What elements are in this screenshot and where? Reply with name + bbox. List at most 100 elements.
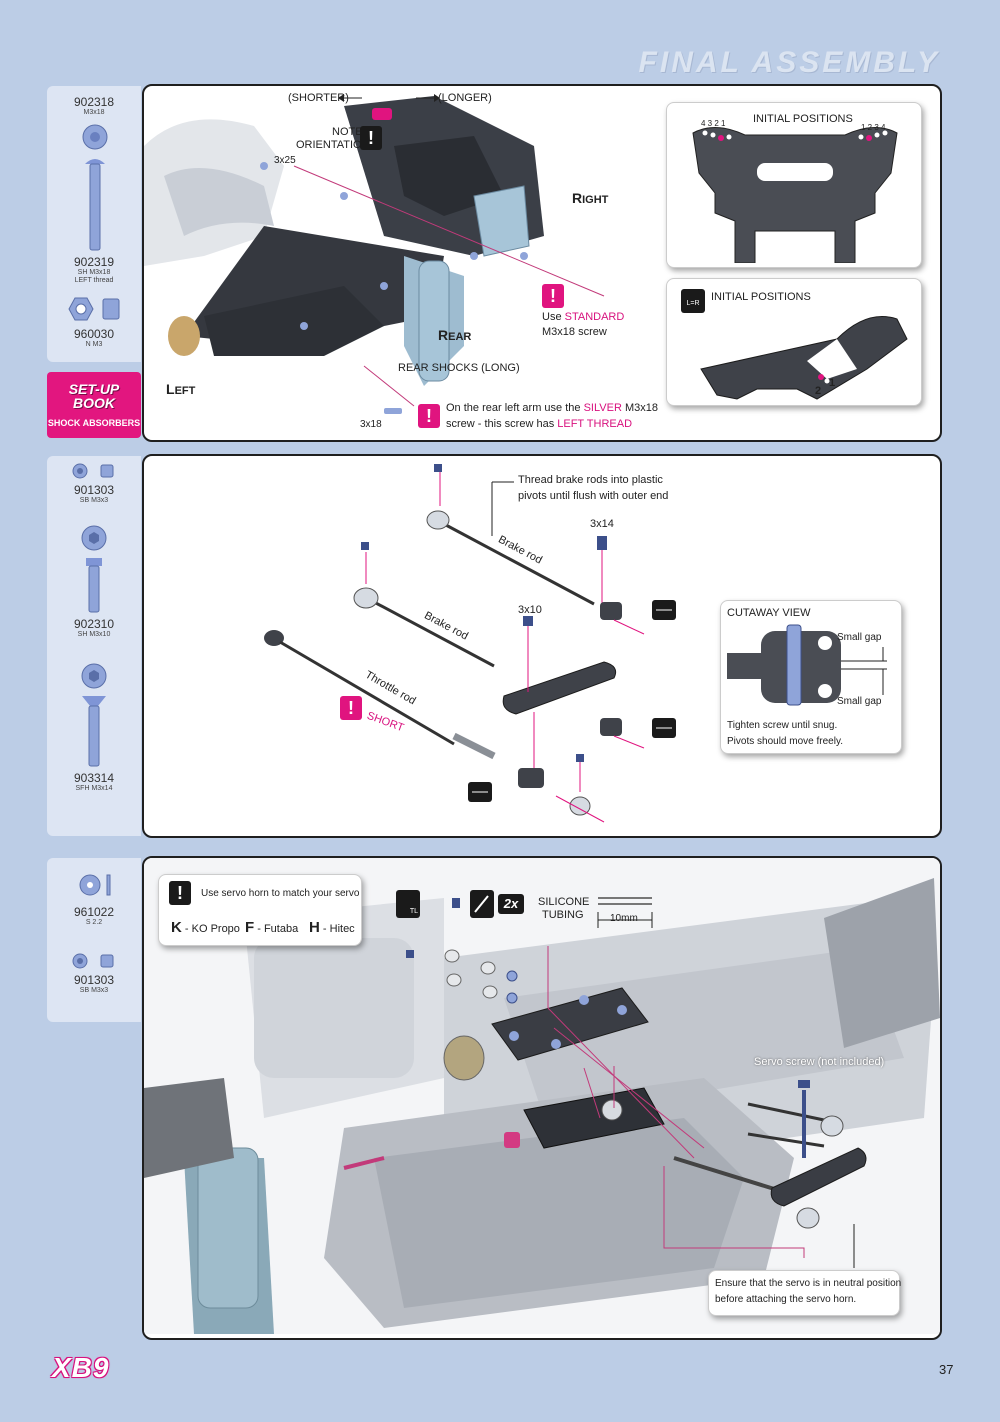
lr-badge: L=R	[681, 289, 705, 313]
label-right: RIGHT	[572, 190, 609, 206]
callout-arm-positions: L=R INITIAL POSITIONS 1 2	[666, 278, 922, 406]
grease-tool-icon	[470, 890, 494, 918]
set-screw-icon	[72, 953, 114, 969]
label-shorter: (SHORTER)	[288, 92, 349, 104]
label-pivots-note: Pivots should move freely.	[727, 736, 843, 747]
cutaway-illustration	[727, 624, 887, 706]
label-silver-note-1: On the rear left arm use the SILVER M3x1…	[446, 402, 658, 414]
label-small-gap-top: Small gap	[837, 632, 882, 643]
callout-cutaway-view: CUTAWAY VIEW Small gap Small gap Tighten…	[720, 600, 902, 754]
parts-sidebar-1: 902318 M3x18 902319 SH M3x18 LEFT thread…	[47, 86, 141, 362]
parts-sidebar-3: 961022 S 2.2 901303 SB M3x3	[47, 858, 141, 1022]
label-rear-shocks: REAR SHOCKS (LONG)	[398, 362, 520, 374]
label-screw-3x10: 3x10	[518, 604, 542, 616]
chassis-servo-illustration	[144, 858, 940, 1334]
part-901303: 901303 SB M3x3	[47, 484, 141, 505]
set-screw-icon	[72, 463, 114, 479]
label-orientation: ORIENTATION	[296, 139, 370, 151]
shock-tower-illustration	[692, 127, 898, 263]
setup-book-subtitle: SHOCK ABSORBERS	[47, 418, 141, 428]
callout-title: INITIAL POSITIONS	[753, 113, 853, 125]
label-m3x18-screw: M3x18 screw	[542, 326, 607, 338]
label-ensure-1: Ensure that the servo is in neutral posi…	[715, 1278, 902, 1289]
page-title: FINAL ASSEMBLY	[638, 46, 940, 79]
servo-note-text: Use servo horn to match your servo	[201, 888, 360, 899]
part-number: 902319	[73, 255, 115, 269]
part-901303: 901303 SB M3x3	[47, 974, 141, 995]
part-desc: S 2.2	[85, 919, 103, 926]
callout-number-2: 2	[815, 385, 822, 397]
part-desc: N M3	[85, 341, 103, 348]
label-use-standard: Use STANDARD	[542, 311, 625, 323]
label-ensure-2: before attaching the servo horn.	[715, 1294, 857, 1305]
part-960030: 960030 N M3	[47, 328, 141, 349]
part-903314: 903314 SFH M3x14	[47, 772, 141, 793]
part-902318: 902318 M3x18	[47, 96, 141, 117]
part-961022: 961022 S 2.2	[47, 906, 141, 927]
socket-head-screw-icon	[81, 525, 107, 613]
part-desc: SB M3x3	[79, 987, 109, 994]
part-desc: SB M3x3	[79, 497, 109, 504]
label-small-gap-bottom: Small gap	[837, 696, 882, 707]
screw-head-icon	[82, 124, 108, 150]
callout-shock-tower-positions: INITIAL POSITIONS 4 3 2 1 1 2 3 4	[666, 102, 922, 268]
label-screw-3x25: 3x25	[274, 155, 296, 166]
warning-icon-left-thread: !	[418, 404, 440, 428]
thread-lock-badge: TL	[396, 890, 420, 918]
parts-sidebar-2: 901303 SB M3x3 902310 SH M3x10 903314 SF…	[47, 456, 141, 836]
nut-icon	[68, 297, 120, 321]
part-number: 901303	[73, 973, 115, 987]
warning-icon-short: !	[340, 696, 362, 720]
page-number: 37	[939, 1362, 954, 1377]
servo-key-ko: K - KO Propo	[171, 919, 240, 936]
quantity-badge: 2x	[498, 894, 524, 914]
label-longer: (LONGER)	[438, 92, 492, 104]
part-number: 903314	[73, 771, 115, 785]
label-rear: REAR	[438, 327, 472, 343]
callout-title: INITIAL POSITIONS	[711, 291, 811, 303]
label-tighten-note: Tighten screw until snug.	[727, 720, 838, 731]
part-number: 901303	[73, 483, 115, 497]
arrow-right-icon	[416, 94, 440, 102]
arrow-left-icon	[338, 94, 362, 102]
servo-key-futaba: F - Futaba	[245, 919, 299, 936]
part-number: 902310	[73, 617, 115, 631]
warning-icon: !	[169, 881, 191, 905]
part-number: 961022	[73, 905, 115, 919]
warning-icon: !	[360, 126, 382, 150]
label-screw-3x18: 3x18	[360, 419, 382, 430]
label-left: LEFT	[166, 381, 196, 397]
panel-servo-linkage: ! Use servo horn to match your servo K -…	[142, 856, 942, 1340]
part-desc: SFH M3x14	[75, 785, 113, 792]
part-desc: M3x18	[83, 109, 105, 116]
part-number: 960030	[73, 327, 115, 341]
label-screw-3x14: 3x14	[590, 518, 614, 530]
label-tubing: TUBING	[542, 909, 584, 921]
part-902319: 902319 SH M3x18 LEFT thread	[47, 256, 141, 285]
suspension-arm-illustration	[700, 316, 908, 400]
part-902310: 902310 SH M3x10	[47, 618, 141, 639]
label-silicone: SILICONE	[538, 896, 590, 908]
callout-servo-horn: ! Use servo horn to match your servo K -…	[158, 874, 362, 946]
linkage-illustration	[264, 464, 676, 823]
panel-brake-throttle-rods: Thread brake rods into plastic pivots un…	[142, 454, 942, 838]
label-thread-note-2: pivots until flush with outer end	[518, 490, 669, 502]
label-note: NOTE	[332, 126, 363, 138]
callout-left-numbers: 4 3 2 1	[701, 119, 726, 128]
label-10mm: 10mm	[610, 913, 638, 924]
setup-book-title-1: SET-UP	[68, 381, 120, 397]
callout-neutral-position: Ensure that the servo is in neutral posi…	[708, 1270, 902, 1316]
panel-rear-shocks: (SHORTER) (LONGER) NOTE ORIENTATION ! 3x…	[142, 84, 942, 442]
washer-icon	[79, 874, 111, 896]
part-desc: SH M3x18	[77, 269, 111, 276]
label-thread-note-1: Thread brake rods into plastic	[518, 474, 663, 486]
rear-chassis-illustration	[144, 96, 605, 414]
part-number: 902318	[73, 95, 115, 109]
label-silver-note-2: screw - this screw has LEFT THREAD	[446, 418, 633, 430]
warning-icon-standard: !	[542, 284, 564, 308]
callout-number-1: 1	[829, 377, 836, 389]
xb9-logo: XB9	[52, 1352, 110, 1383]
setup-book-badge: SET-UP BOOK SHOCK ABSORBERS	[47, 372, 141, 438]
flat-head-screw-icon	[81, 663, 107, 767]
callout-title: CUTAWAY VIEW	[727, 607, 811, 619]
